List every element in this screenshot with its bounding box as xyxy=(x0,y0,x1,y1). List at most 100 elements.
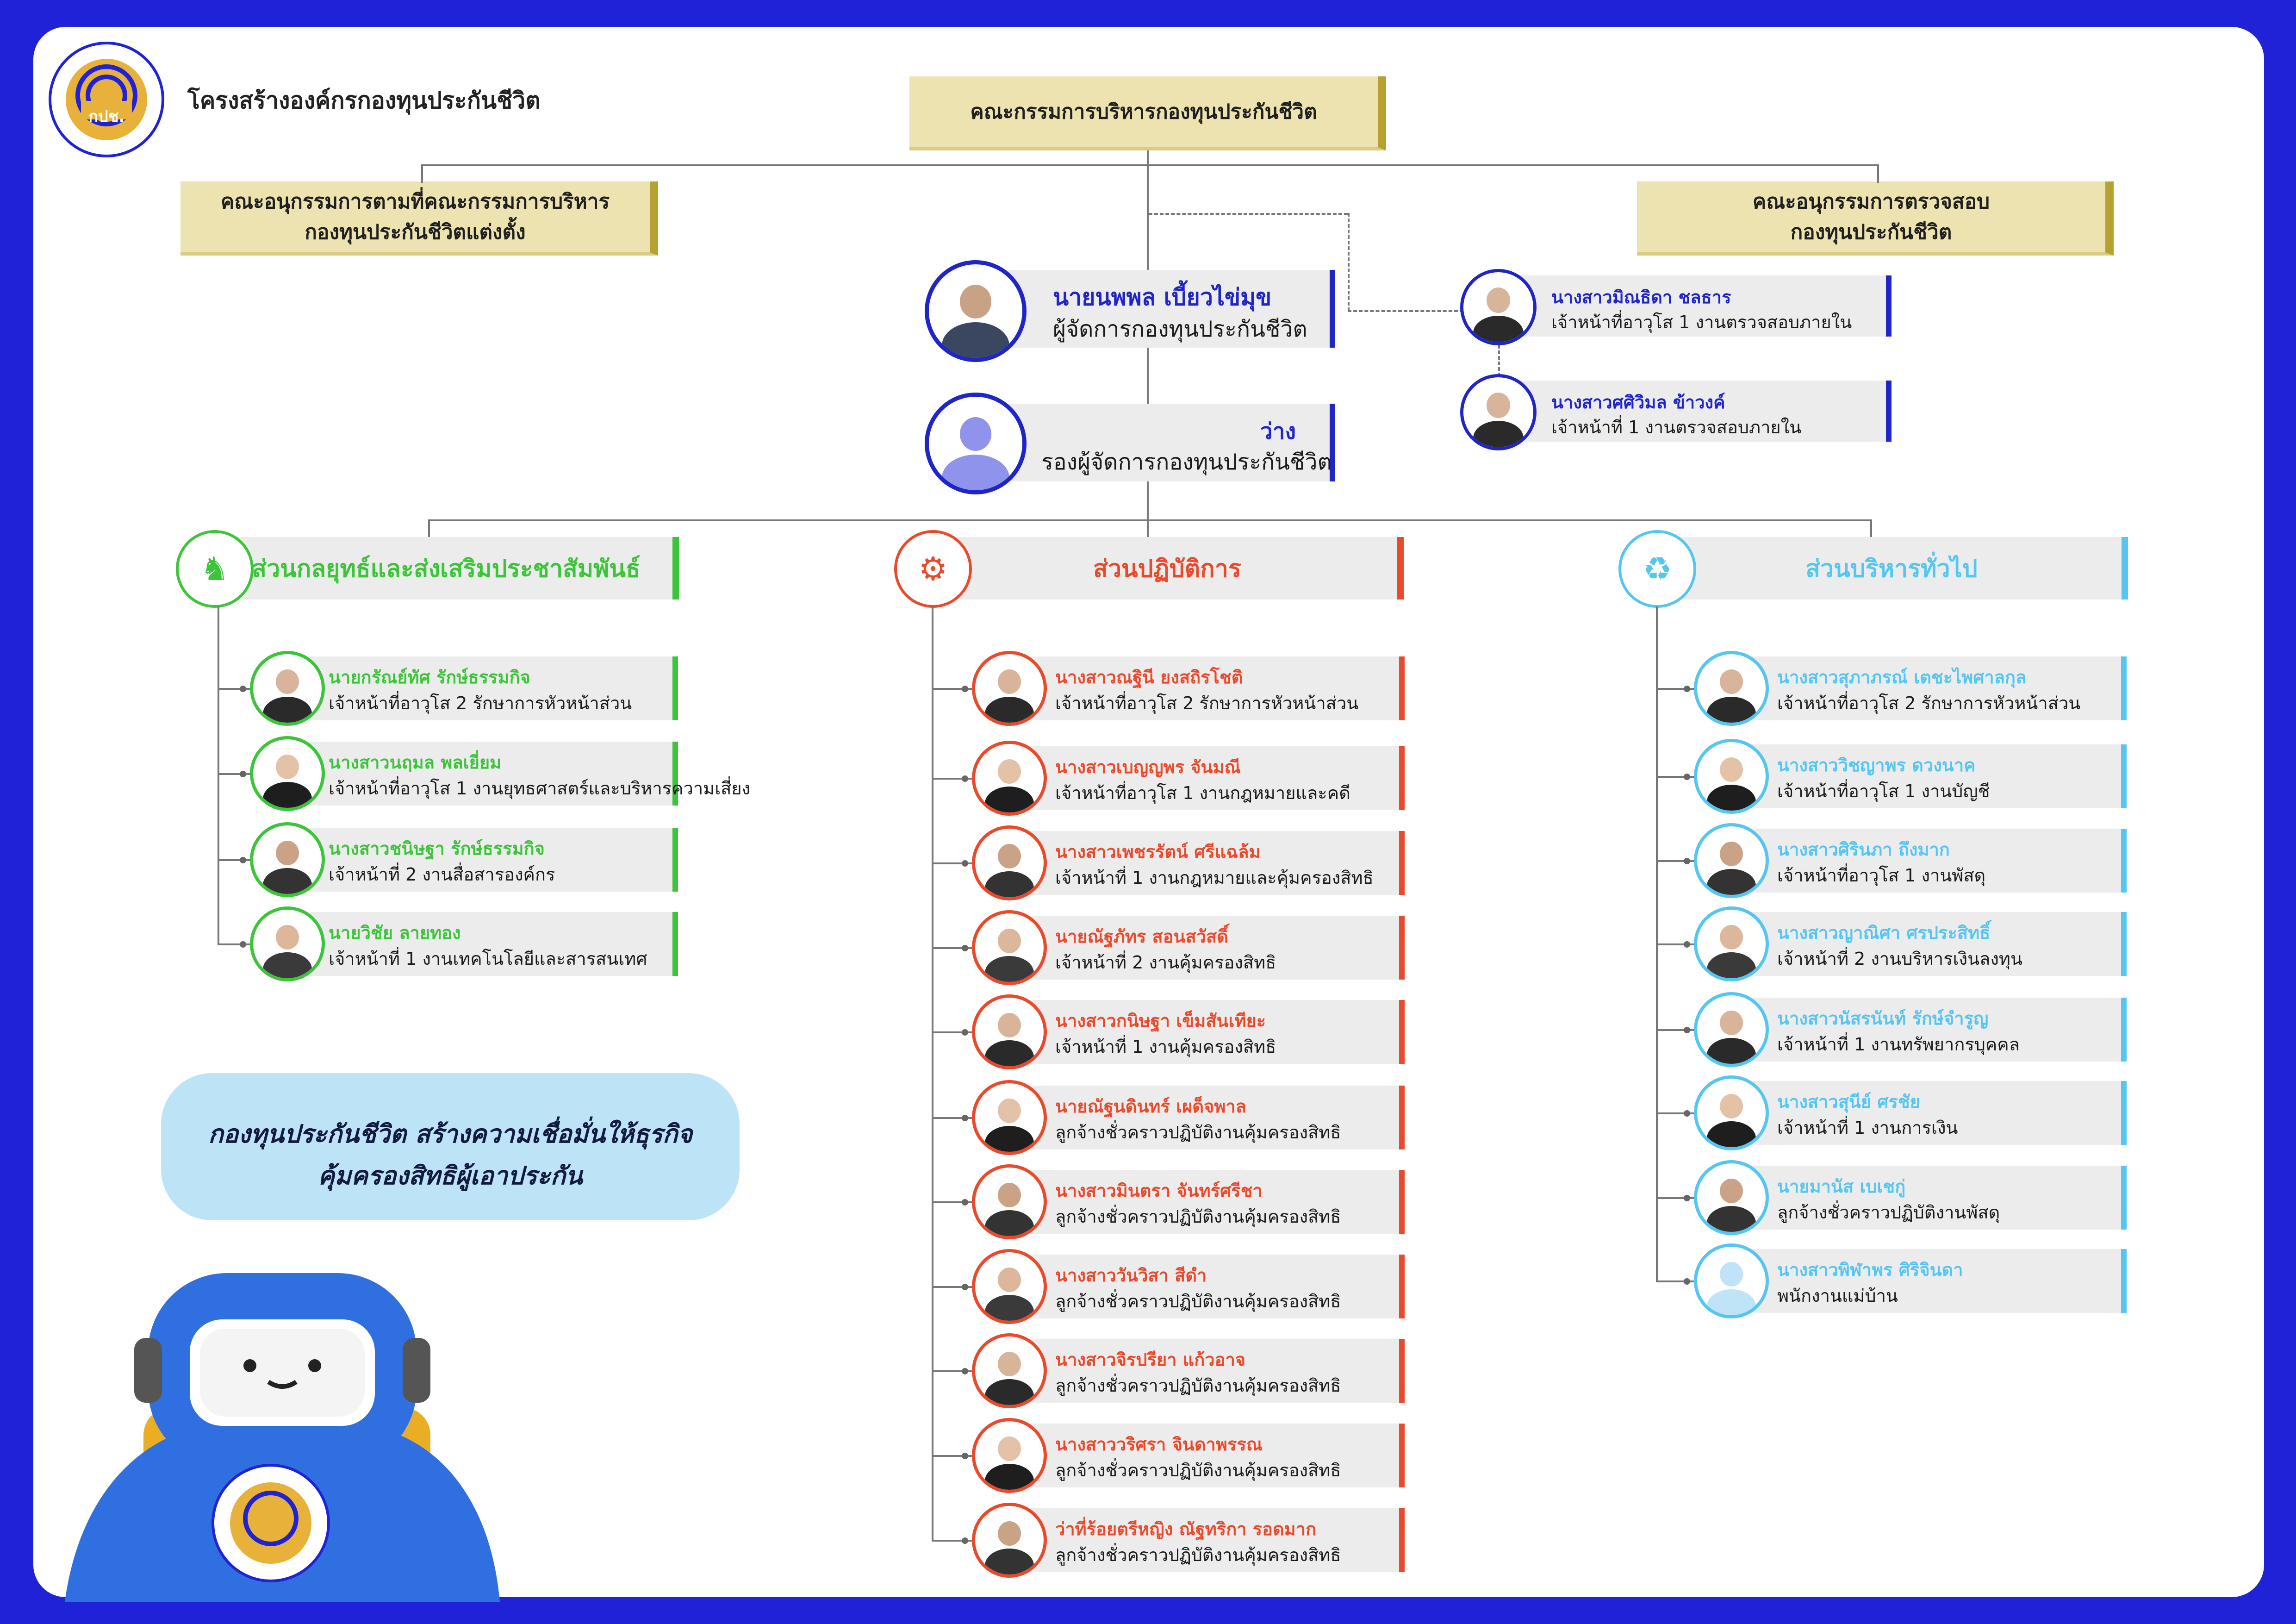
staff-photo xyxy=(972,741,1047,816)
staff-card: นางสาววันวิสา สีดำลูกจ้างชั่วคราวปฏิบัติ… xyxy=(995,1255,1405,1318)
staff-connector xyxy=(218,943,250,945)
connector-dot xyxy=(1684,941,1690,948)
connector xyxy=(428,519,430,540)
staff-position: เจ้าหน้าที่อาวุโส 1 งานบัญชี xyxy=(1777,781,1990,801)
staff-name: นางสาวพิฬาพร ศิริจินดา xyxy=(1777,1260,1963,1280)
connector-dot xyxy=(962,1537,968,1544)
staff-name: นางสาวมินตรา จันทร์ศรีชา xyxy=(1055,1181,1263,1201)
staff-name: ว่าที่ร้อยตรีหญิง ณัฐทริกา รอดมาก xyxy=(1055,1519,1317,1539)
audit-staff-card: นางสาวมิณธิดา ชลธารเจ้าหน้าที่อาวุโส 1 ง… xyxy=(1498,275,1892,337)
staff-connector xyxy=(932,1117,972,1119)
staff-connector xyxy=(1656,943,1694,945)
staff-connector xyxy=(932,1031,972,1033)
staff-photo xyxy=(250,651,325,726)
staff-card: นางสาววริศรา จินดาพรรณลูกจ้างชั่วคราวปฏิ… xyxy=(995,1424,1405,1487)
staff-photo xyxy=(972,825,1047,900)
staff-photo xyxy=(972,1080,1047,1155)
staff-card: นางสาวณฐินี ยงสถิรโชติเจ้าหน้าที่อาวุโส … xyxy=(995,656,1405,720)
staff-card: นางสาวเพชรรัตน์ ศรีแฉล้มเจ้าหน้าที่ 1 งา… xyxy=(995,831,1405,895)
slogan-line1: กองทุนประกันชีวิต สร้างความเชื่อมั่นให้ธ… xyxy=(208,1119,693,1149)
staff-photo xyxy=(1694,651,1769,726)
staff-name: นางสาวสุภาภรณ์ เตชะไพศาลกุล xyxy=(1777,667,2027,687)
section-title: ส่วนบริหารทั่วไป xyxy=(1805,555,1978,583)
staff-position: เจ้าหน้าที่อาวุโส 2 รักษาการหัวหน้าส่วน xyxy=(329,693,632,713)
deputy-position: รองผู้จัดการกองทุนประกันชีวิต xyxy=(1041,449,1332,475)
connector-dot xyxy=(240,857,246,863)
staff-position: ลูกจ้างชั่วคราวปฏิบัติงานพัสดุ xyxy=(1777,1202,2000,1223)
staff-photo xyxy=(972,1249,1047,1324)
connector xyxy=(1147,519,1149,540)
staff-photo xyxy=(972,1333,1047,1408)
slogan-bubble: กองทุนประกันชีวิต สร้างความเชื่อมั่นให้ธ… xyxy=(161,1073,740,1220)
mascot-robot xyxy=(51,1204,514,1602)
staff-connector xyxy=(932,1370,972,1372)
connector-dot xyxy=(962,686,968,692)
staff-connector xyxy=(932,1286,972,1288)
connector-dot xyxy=(962,1199,968,1206)
staff-position: เจ้าหน้าที่อาวุโส 1 งานตรวจสอบภายใน xyxy=(1551,312,1852,332)
staff-position: ลูกจ้างชั่วคราวปฏิบัติงานคุ้มครองสิทธิ xyxy=(1055,1545,1341,1565)
audit-link xyxy=(1498,345,1500,382)
staff-name: นายณัฐภัทร สอนสวัสดิ์ xyxy=(1055,926,1228,947)
connector xyxy=(428,519,1872,521)
staff-name: นางสาววริศรา จินดาพรรณ xyxy=(1055,1434,1263,1455)
connector-dot xyxy=(962,1029,968,1036)
audit-staff-card: นางสาวศศิวิมล ข้าวงค์เจ้าหน้าที่ 1 งานตร… xyxy=(1498,381,1892,442)
mascot-robot-graphic xyxy=(65,1204,500,1602)
slogan-line2: คุ้มครองสิทธิผู้เอาประกัน xyxy=(318,1161,583,1190)
fund-logo: กปช. xyxy=(48,41,166,159)
staff-position: เจ้าหน้าที่ 2 งานสื่อสารองค์กร xyxy=(329,864,555,885)
manager-position: ผู้จัดการกองทุนประกันชีวิต xyxy=(1053,316,1307,342)
staff-name: นายณัฐนดินทร์ เผด็จพาล xyxy=(1055,1096,1246,1117)
connector-dot xyxy=(240,771,246,777)
staff-connector xyxy=(932,862,972,864)
staff-card: นางสาวศิรินภา ถึงมากเจ้าหน้าที่อาวุโส 1 … xyxy=(1717,829,2127,893)
connector-dot xyxy=(962,1368,968,1374)
manager-card: นายนพพล เบี้ยวไข่มุข ผู้จัดการกองทุนประก… xyxy=(1000,270,1335,348)
staff-photo xyxy=(972,910,1047,985)
management-icon: ♻ xyxy=(1618,530,1696,608)
section-header-middle: ส่วนปฏิบัติการ xyxy=(937,537,1404,600)
staff-position: เจ้าหน้าที่ 1 งานเทคโนโลยีและสารสนเทศ xyxy=(329,949,647,969)
staff-connector xyxy=(932,688,972,690)
staff-name: นางสาวศศิวิมล ข้าวงค์ xyxy=(1551,392,1725,412)
staff-position: เจ้าหน้าที่ 1 งานกฎหมายและคุ้มครองสิทธิ xyxy=(1055,868,1374,888)
staff-card: นายมานัส เบเชกู่ลูกจ้างชั่วคราวปฏิบัติงา… xyxy=(1717,1166,2127,1230)
staff-photo xyxy=(972,651,1047,726)
section-title: ส่วนกลยุทธ์และส่งเสริมประชาสัมพันธ์ xyxy=(252,555,641,583)
connector-dot xyxy=(240,686,246,692)
logo-center-text: กปช. xyxy=(88,107,125,126)
staff-position: เจ้าหน้าที่อาวุโส 2 รักษาการหัวหน้าส่วน xyxy=(1055,693,1359,713)
staff-position: ลูกจ้างชั่วคราวปฏิบัติงานคุ้มครองสิทธิ xyxy=(1055,1291,1341,1312)
staff-name: นายวิชัย ลายทอง xyxy=(329,923,461,943)
staff-card: นายณัฐภัทร สอนสวัสดิ์เจ้าหน้าที่ 2 งานคุ… xyxy=(995,916,1405,980)
staff-photo xyxy=(250,822,325,897)
staff-name: นางสาวสุนีย์ ศรชัย xyxy=(1777,1092,1920,1112)
staff-photo xyxy=(972,1503,1047,1578)
staff-connector xyxy=(932,1455,972,1457)
staff-name: นายกรัณย์ทัศ รักษ์ธรรมกิจ xyxy=(329,667,530,687)
staff-photo xyxy=(250,736,325,811)
staff-connector xyxy=(218,773,250,775)
staff-connector xyxy=(1656,1029,1694,1031)
board-label: คณะกรรมการบริหารกองทุนประกันชีวิต xyxy=(970,100,1317,124)
audit-link xyxy=(1348,213,1350,311)
connector-dot xyxy=(962,1115,968,1121)
staff-card: นางสาวสุนีย์ ศรชัยเจ้าหน้าที่ 1 งานการเง… xyxy=(1717,1081,2127,1145)
connector xyxy=(1877,164,1879,183)
staff-photo xyxy=(1694,1075,1769,1150)
staff-connector xyxy=(1656,1280,1694,1282)
connector-dot xyxy=(1684,774,1690,780)
staff-card: นางสาวกนิษฐา เข็มสันเทียะเจ้าหน้าที่ 1 ง… xyxy=(995,1000,1405,1064)
connector xyxy=(421,164,1879,166)
staff-position: เจ้าหน้าที่ 1 งานคุ้มครองสิทธิ xyxy=(1055,1037,1276,1057)
vacant-avatar-icon xyxy=(925,393,1027,494)
staff-position: เจ้าหน้าที่ 1 งานทรัพยากรบุคคล xyxy=(1777,1034,2020,1055)
staff-position: เจ้าหน้าที่อาวุโส 1 งานยุทธศาสตร์และบริห… xyxy=(329,778,751,799)
staff-position: เจ้าหน้าที่อาวุโส 1 งานพัสดุ xyxy=(1777,865,1986,886)
staff-name: นางสาวเบญญพร จันมณี xyxy=(1055,757,1241,777)
staff-name: นางสาวณฐินี ยงสถิรโชติ xyxy=(1055,667,1243,687)
staff-name: นางสาวศิรินภา ถึงมาก xyxy=(1777,839,1950,860)
connector-dot xyxy=(962,1453,968,1459)
staff-position: ลูกจ้างชั่วคราวปฏิบัติงานคุ้มครองสิทธิ xyxy=(1055,1206,1341,1227)
